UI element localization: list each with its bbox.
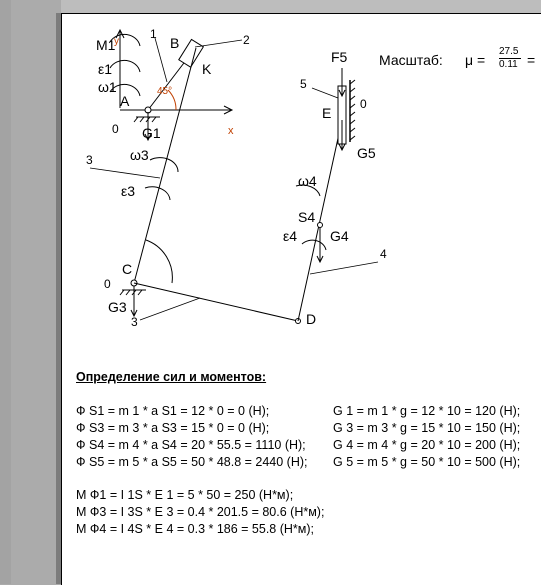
leader-4: [309, 261, 379, 275]
label-eps3: ε3: [121, 183, 135, 199]
force-line-3: Ф S4 = m 4 * a S4 = 20 * 55.5 = 1110 (Н)…: [76, 438, 306, 452]
label-eps4: ε4: [283, 228, 297, 244]
leader-3a: [89, 167, 161, 179]
label-0a: 0: [112, 122, 119, 136]
section-heading: Определение сил и моментов:: [76, 370, 267, 384]
weight-line-3: G 4 = m 4 * g = 20 * 10 = 200 (Н);: [333, 438, 521, 452]
force-line-1: Ф S1 = m 1 * a S1 = 12 * 0 = 0 (Н);: [76, 404, 270, 418]
slider-k: [178, 38, 205, 68]
moment-line-3: M Ф4 = I 4S * E 4 = 0.3 * 186 = 55.8 (Н*…: [76, 522, 315, 536]
scale-numerator: 27.5: [499, 46, 519, 57]
mechanism-diagram: M1 у 1 B 2 K ε1 ω1 A 45° 0 G1 x 3 ω3 ε3 …: [86, 27, 387, 329]
label-g3: G3: [108, 299, 127, 315]
link-3: [133, 47, 197, 284]
label-g4: G4: [330, 228, 349, 244]
weight-line-4: G 5 = m 5 * g = 50 * 10 = 500 (Н);: [333, 455, 521, 469]
joint-s4: [317, 222, 323, 228]
label-g5: G5: [357, 145, 376, 161]
link-4: [297, 119, 343, 322]
label-m1: M1: [96, 37, 116, 53]
force-line-4: Ф S5 = m 5 * a S5 = 50 * 48.8 = 2440 (Н)…: [76, 455, 308, 469]
scale-denominator: 0.11: [499, 59, 518, 70]
moment-line-1: M Ф1 = I 1S * E 1 = 5 * 50 = 250 (Н*м);: [76, 488, 294, 502]
force-line-2: Ф S3 = m 3 * a S3 = 15 * 0 = 0 (Н);: [76, 421, 270, 435]
label-eps1: ε1: [98, 61, 112, 77]
leader-1: [154, 37, 168, 83]
label-f5: F5: [331, 49, 348, 65]
label-0c: 0: [104, 277, 111, 291]
label-5: 5: [300, 77, 307, 91]
label-k: K: [202, 61, 212, 77]
label-s4: S4: [298, 209, 315, 225]
label-c: C: [122, 261, 132, 277]
link-1: [147, 54, 191, 111]
page-top-margin: [61, 0, 541, 13]
scale-tail: =: [527, 52, 536, 68]
label-45: 45°: [157, 86, 172, 97]
label-omega3: ω3: [130, 147, 149, 163]
link-cd: [133, 282, 299, 322]
label-a: A: [120, 93, 130, 109]
label-d: D: [306, 311, 316, 327]
angle-arc: [167, 89, 177, 111]
label-g1: G1: [142, 125, 161, 141]
scale-fraction-bar: [499, 58, 521, 59]
document-page: [61, 13, 541, 585]
label-1: 1: [150, 27, 157, 41]
label-4: 4: [380, 247, 387, 261]
viewer-gutter: [0, 0, 11, 584]
leader-3b: [139, 297, 201, 321]
scale-mu: μ =: [465, 52, 486, 68]
moment-line-2: M Ф3 = I 3S * E 3 = 0.4 * 201.5 = 80.6 (…: [76, 505, 325, 519]
label-3b: 3: [131, 315, 138, 329]
angle-c: [145, 239, 173, 284]
label-0e: 0: [360, 97, 367, 111]
label-e: E: [322, 105, 331, 121]
label-omega4: ω4: [298, 173, 317, 189]
label-b: B: [170, 35, 179, 51]
page-left-shadow: [56, 13, 61, 584]
label-x: x: [228, 125, 234, 137]
label-3a: 3: [86, 153, 93, 167]
leader-2: [194, 39, 243, 48]
label-y: у: [114, 36, 119, 47]
scale-label: Масштаб:: [379, 52, 443, 68]
weight-line-2: G 3 = m 3 * g = 15 * 10 = 150 (Н);: [333, 421, 521, 435]
weight-line-1: G 1 = m 1 * g = 12 * 10 = 120 (Н);: [333, 404, 521, 418]
label-omega1: ω1: [98, 79, 117, 95]
label-2: 2: [243, 33, 250, 47]
